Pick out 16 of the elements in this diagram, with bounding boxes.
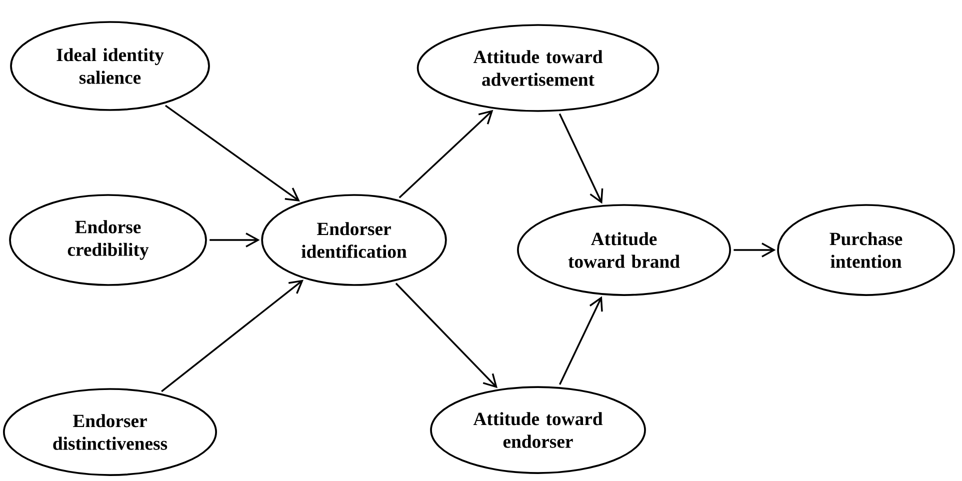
arrow <box>734 242 776 258</box>
arrow <box>558 296 603 385</box>
arrow <box>395 282 498 388</box>
arrow <box>558 113 604 204</box>
arrow <box>398 110 494 198</box>
ellipse-node: Purchase intention <box>777 204 955 296</box>
arrow <box>210 232 260 248</box>
ellipse-node: Endorse credibility <box>9 194 207 286</box>
ellipse-node: Endorser identification <box>261 194 447 286</box>
ellipse-node: Attitude toward endorser <box>430 386 646 474</box>
ellipse-node: Attitude toward brand <box>517 204 732 296</box>
ellipse-node: Attitude toward advertisement <box>416 24 660 112</box>
ellipse-node: Ideal identity salience <box>10 21 210 111</box>
arrow <box>161 280 304 392</box>
ellipse-node: Endorser distinctiveness <box>3 388 217 476</box>
arrow <box>164 104 300 202</box>
